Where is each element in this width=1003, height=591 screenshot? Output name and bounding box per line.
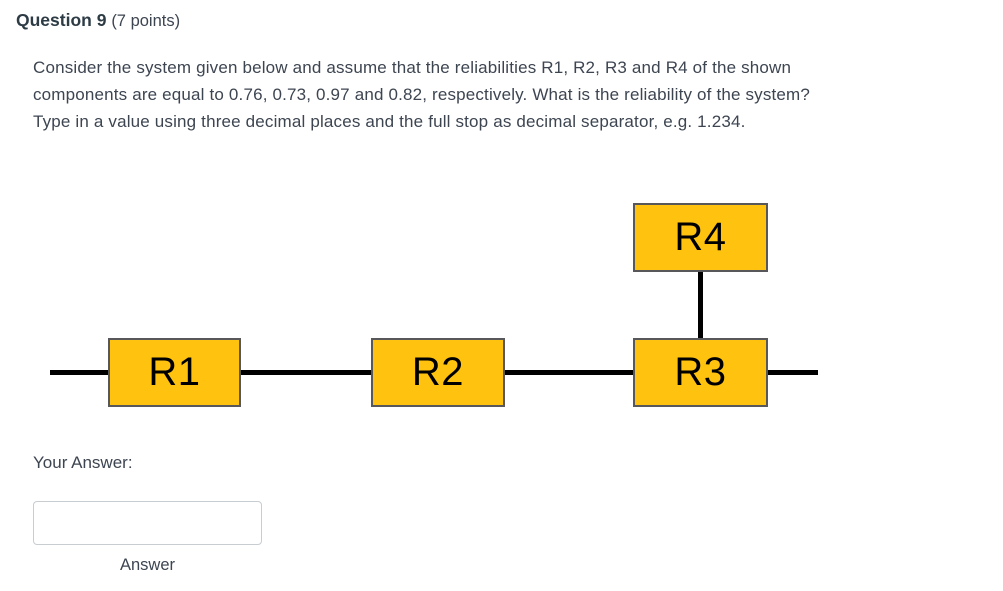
question-title: Question 9 (16, 10, 107, 30)
wire-input-to-r1 (50, 370, 110, 375)
component-label-r3: R3 (674, 349, 727, 394)
component-block-r2: R2 (371, 338, 505, 407)
answer-section: Your Answer: Answer (33, 452, 453, 576)
component-label-r1: R1 (148, 349, 201, 394)
component-label-r2: R2 (411, 349, 465, 394)
component-label-r4: R4 (674, 214, 727, 259)
wire-r3-to-output (766, 370, 818, 375)
answer-caption: Answer (119, 556, 176, 574)
question-prompt-text: Consider the system given below and assu… (33, 58, 810, 131)
component-block-r1: R1 (108, 338, 241, 407)
answer-input[interactable] (33, 501, 262, 545)
component-block-r3: R3 (633, 338, 768, 407)
component-block-r4: R4 (633, 203, 768, 272)
wire-r1-to-r2 (239, 370, 373, 375)
your-answer-label: Your Answer: (33, 453, 133, 472)
question-header: Question 9 (7 points) (16, 9, 180, 32)
wire-r2-to-r3 (503, 370, 635, 375)
reliability-block-diagram: R4 R1 R2 R3 (0, 185, 1003, 435)
question-points: (7 points) (111, 12, 181, 30)
wire-r4-to-r3 (698, 270, 703, 340)
